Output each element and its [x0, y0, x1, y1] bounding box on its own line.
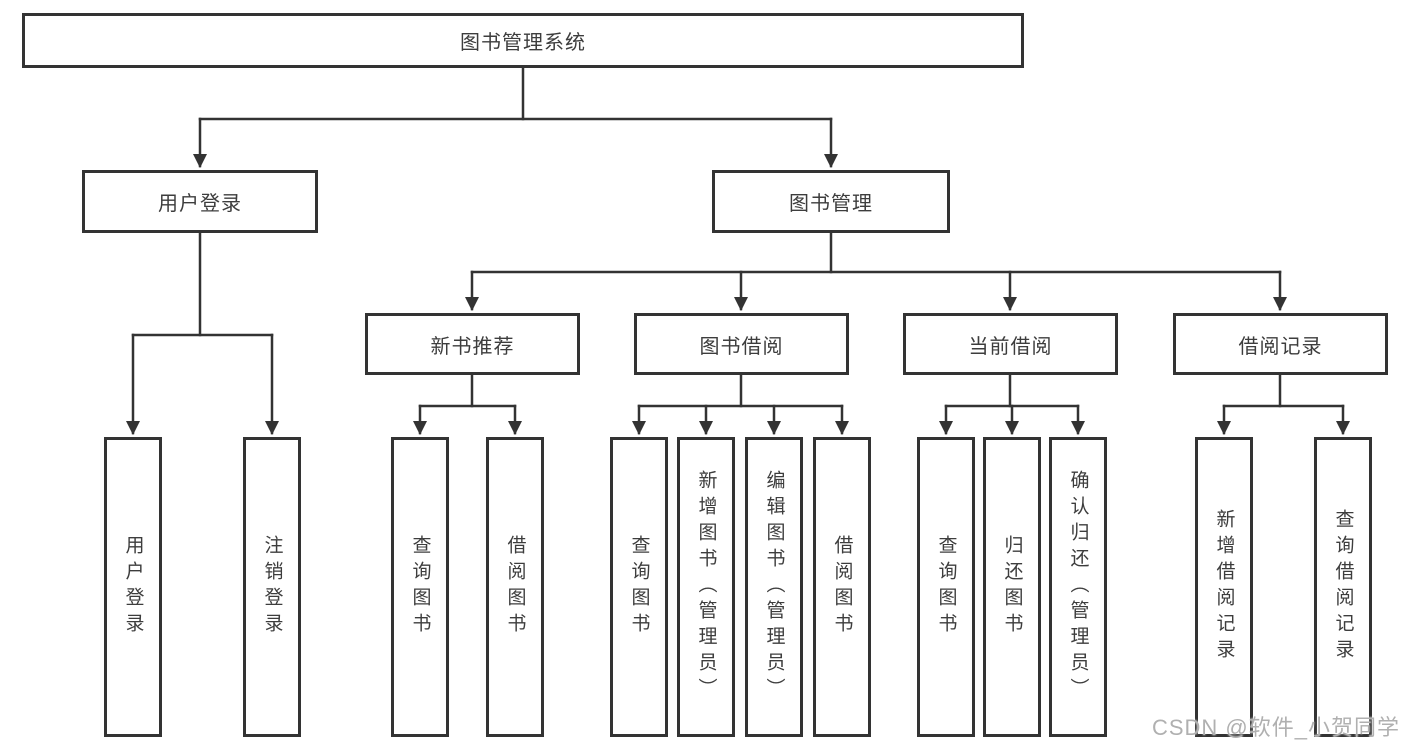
node-current-borrow: 当前借阅: [903, 313, 1118, 375]
node-borrow-record: 借阅记录: [1173, 313, 1388, 375]
node-book-management: 图书管理: [712, 170, 950, 233]
leaf-logout-label: 注销登录: [261, 535, 283, 639]
leaf-current-return-books: 归还图书: [983, 437, 1041, 737]
leaf-borrow-edit-books-admin-label: 编辑图书（管理员）: [763, 470, 785, 704]
leaf-record-add-borrow-record-label: 新增借阅记录: [1213, 509, 1235, 665]
leaf-borrow-add-books-admin: 新增图书（管理员）: [677, 437, 735, 737]
leaf-user-login-label: 用户登录: [122, 535, 144, 639]
leaf-newbook-query-books: 查询图书: [391, 437, 449, 737]
leaf-newbook-borrow-books-label: 借阅图书: [504, 535, 526, 639]
csdn-watermark: CSDN @软件_小贺同学: [1151, 715, 1400, 740]
node-root: 图书管理系统: [22, 13, 1024, 68]
node-book-borrow: 图书借阅: [634, 313, 849, 375]
leaf-logout: 注销登录: [243, 437, 301, 737]
leaf-borrow-add-books-admin-label: 新增图书（管理员）: [695, 470, 717, 704]
leaf-borrow-edit-books-admin: 编辑图书（管理员）: [745, 437, 803, 737]
leaf-record-query-borrow-record: 查询借阅记录: [1314, 437, 1372, 737]
leaf-borrow-borrow-books: 借阅图书: [813, 437, 871, 737]
leaf-current-query-books-label: 查询图书: [935, 535, 957, 639]
leaf-newbook-borrow-books: 借阅图书: [486, 437, 544, 737]
node-new-book-recommend: 新书推荐: [365, 313, 580, 375]
leaf-newbook-query-books-label: 查询图书: [409, 535, 431, 639]
leaf-record-add-borrow-record: 新增借阅记录: [1195, 437, 1253, 737]
leaf-user-login: 用户登录: [104, 437, 162, 737]
leaf-current-query-books: 查询图书: [917, 437, 975, 737]
node-user-login: 用户登录: [82, 170, 318, 233]
leaf-borrow-query-books: 查询图书: [610, 437, 668, 737]
leaf-borrow-query-books-label: 查询图书: [628, 535, 650, 639]
leaf-borrow-borrow-books-label: 借阅图书: [831, 535, 853, 639]
leaf-current-confirm-return-admin: 确认归还（管理员）: [1049, 437, 1107, 737]
leaf-current-confirm-return-admin-label: 确认归还（管理员）: [1067, 470, 1089, 704]
leaf-record-query-borrow-record-label: 查询借阅记录: [1332, 509, 1354, 665]
leaf-current-return-books-label: 归还图书: [1001, 535, 1023, 639]
